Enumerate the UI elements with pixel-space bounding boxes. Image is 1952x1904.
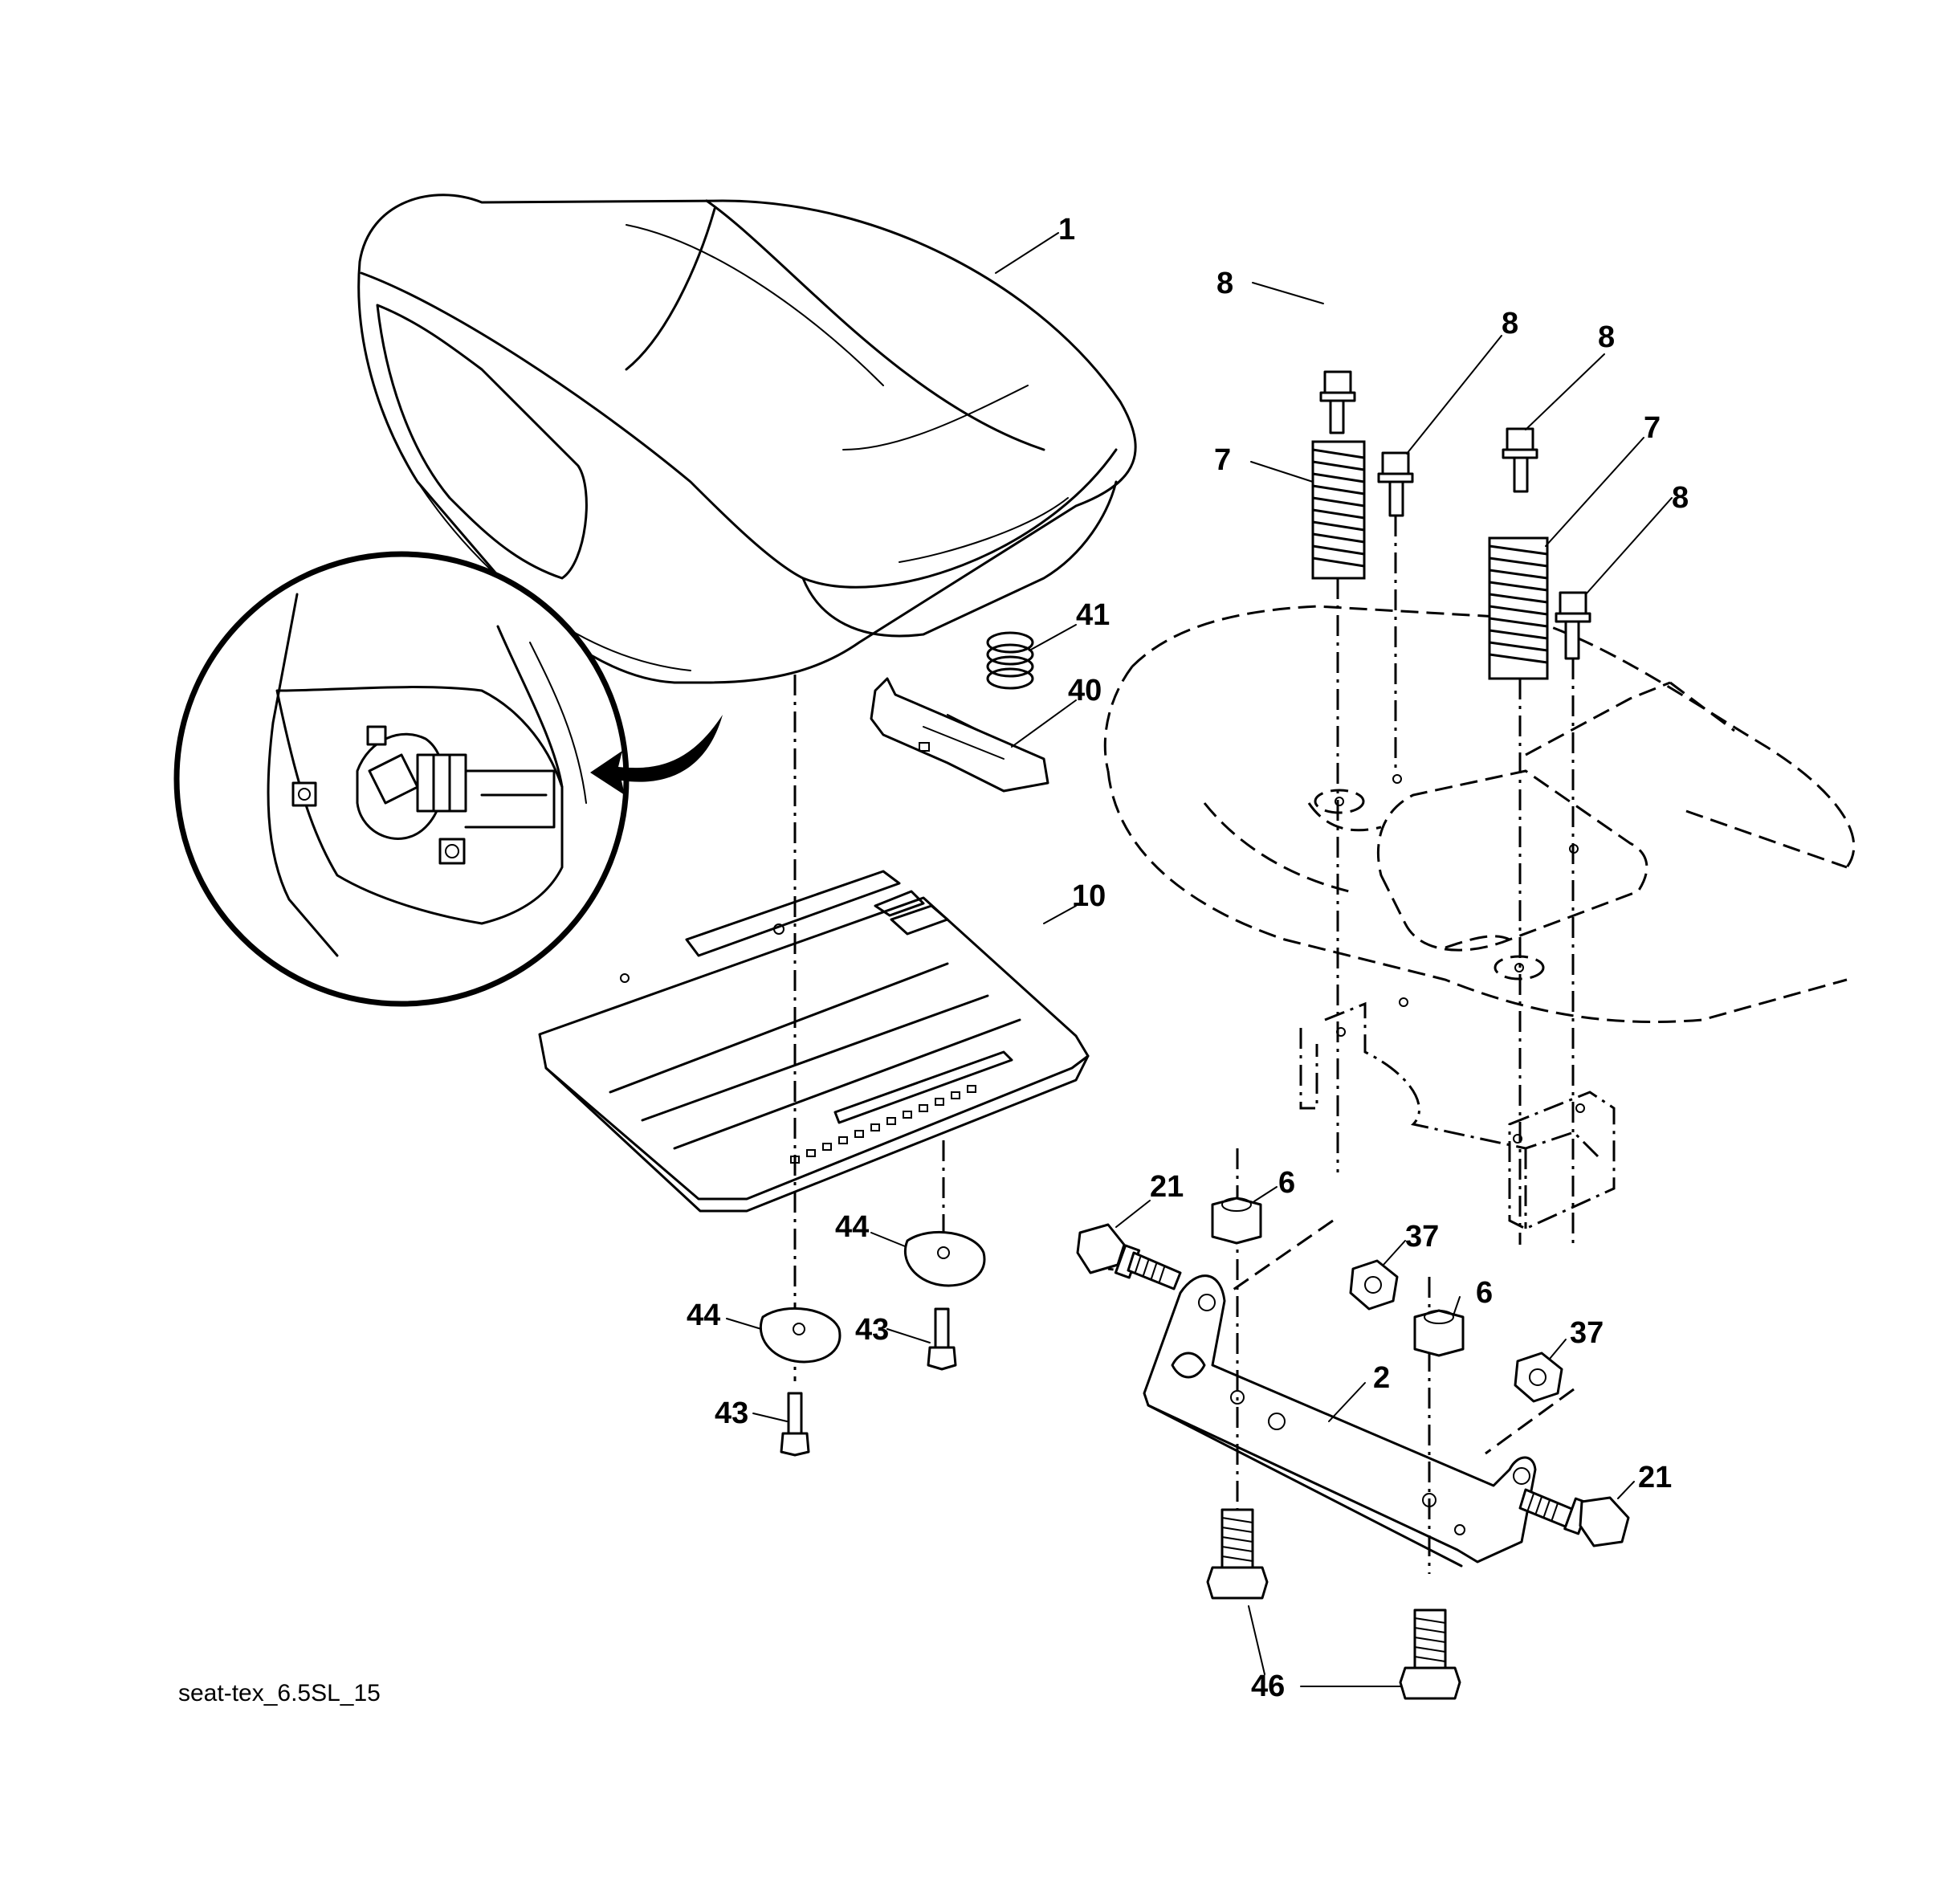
callout-bolt-43-left: 43 (715, 1396, 748, 1430)
callout-seat-pan: 10 (1072, 879, 1106, 913)
bolt-43-right (927, 1307, 957, 1371)
callout-seat: 1 (1058, 213, 1075, 247)
callout-bolt-c: 8 (1598, 320, 1615, 354)
seat-pan-illustration (538, 870, 1090, 1213)
callout-nut-6-left: 6 (1278, 1166, 1295, 1200)
callout-bolt-43-right: 43 (855, 1313, 889, 1347)
seat-illustration (357, 194, 1137, 684)
detail-arrow-icon (590, 715, 723, 795)
nut-37-right (1514, 1352, 1563, 1403)
callout-nut-6-right: 6 (1476, 1276, 1493, 1310)
callout-bolt-21-right: 21 (1638, 1461, 1672, 1494)
callout-labels: 1 8 8 8 8 7 7 41 40 10 21 21 6 6 37 37 4… (178, 213, 1689, 1706)
callout-bolt-46: 46 (1251, 1670, 1285, 1703)
spring-41 (986, 631, 1034, 690)
callout-bolt-b: 8 (1502, 307, 1518, 340)
nut-37-left (1349, 1259, 1399, 1311)
bolt-43-left (780, 1392, 810, 1457)
callout-bracket: 2 (1373, 1361, 1390, 1395)
callout-washer-44-right: 44 (835, 1210, 869, 1244)
bolt-8-a (1319, 370, 1356, 434)
bracket-2 (1143, 1274, 1537, 1568)
callout-bolt-d: 8 (1672, 481, 1689, 515)
mounting-plate-outline (1103, 605, 1856, 1230)
callout-nut-37-right: 37 (1570, 1316, 1604, 1350)
bolt-21-left (1076, 1223, 1182, 1290)
bolt-46-left (1206, 1508, 1269, 1600)
nut-6-right (1413, 1309, 1465, 1357)
leader-lines (726, 232, 1673, 1687)
spring-7-left (1311, 440, 1366, 580)
nut-6-left (1211, 1197, 1262, 1245)
callout-spring-right: 7 (1644, 411, 1661, 445)
washer-44-right (903, 1230, 986, 1287)
bolt-21-right (1518, 1488, 1630, 1547)
callout-nut-37-left: 37 (1405, 1220, 1439, 1254)
bolt-8-b (1377, 451, 1414, 517)
bolt-8-d (1555, 591, 1591, 660)
callout-spring-left: 7 (1214, 443, 1231, 477)
bolt-46-right (1399, 1608, 1461, 1700)
callout-bolt-a: 8 (1216, 267, 1233, 300)
callout-bolt-21-left: 21 (1150, 1170, 1184, 1204)
callout-washer-44-left: 44 (687, 1299, 720, 1332)
reference-code: seat-tex_6.5SL_15 (178, 1680, 381, 1706)
detail-inset (173, 551, 723, 1007)
assembly-lines (793, 516, 1575, 1574)
callout-clip: 40 (1068, 674, 1102, 707)
spring-7-right (1488, 536, 1549, 680)
washer-44-left (759, 1307, 842, 1364)
callout-spring-small: 41 (1076, 598, 1110, 632)
clip-40 (870, 677, 1049, 793)
bolt-8-c (1502, 427, 1538, 493)
